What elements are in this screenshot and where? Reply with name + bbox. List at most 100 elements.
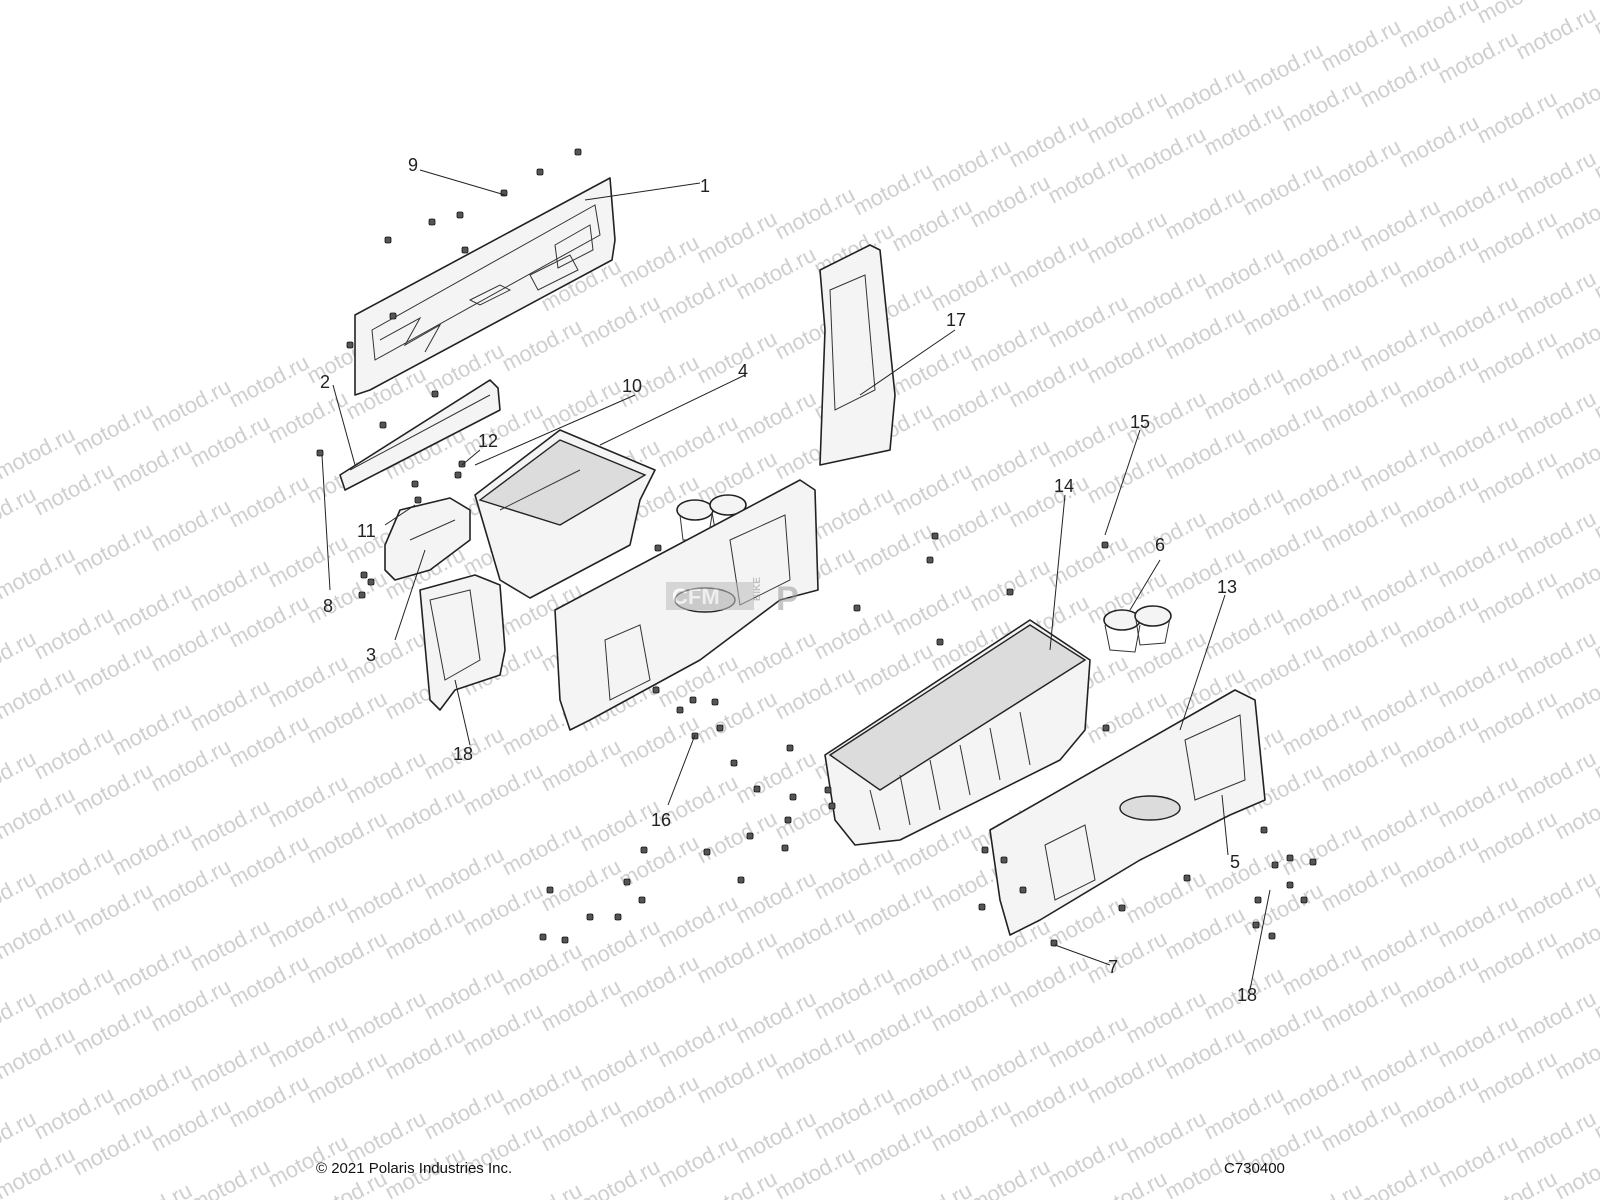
fastener-icon xyxy=(1006,588,1014,596)
fastener-icon xyxy=(1000,856,1008,864)
watermark-text: motod.ru xyxy=(1395,470,1483,533)
watermark-text: motod.ru xyxy=(615,950,703,1013)
watermark-text: motod.ru xyxy=(498,314,586,377)
watermark-text: motod.ru xyxy=(1551,182,1600,245)
watermark-text: motod.ru xyxy=(1200,362,1288,425)
fastener-icon xyxy=(737,876,745,884)
watermark-text: motod.ru xyxy=(849,1118,937,1181)
watermark-text: motod.ru xyxy=(186,410,274,473)
watermark-text: motod.ru xyxy=(1395,110,1483,173)
watermark-text: motod.ru xyxy=(1395,350,1483,413)
watermark-text: motod.ru xyxy=(1434,650,1522,713)
fastener-icon xyxy=(1183,874,1191,882)
watermark-text: motod.ru xyxy=(1356,1034,1444,1097)
watermark-text: motod.ru xyxy=(1278,218,1366,281)
watermark-text: motod.ru xyxy=(225,950,313,1013)
watermark-text: motod.ru xyxy=(147,854,235,917)
watermark-text: motod.ru xyxy=(732,386,820,449)
watermark-text: motod.ru xyxy=(1512,866,1600,929)
watermark-text: motod.ru xyxy=(1551,62,1600,125)
watermark-text: motod.ru xyxy=(1512,386,1600,449)
watermark-text: motod.ru xyxy=(1239,158,1327,221)
watermark-text: motod.ru xyxy=(1122,986,1210,1049)
watermark-text: motod.ru xyxy=(810,602,898,665)
watermark-text: motod.ru xyxy=(108,698,196,761)
fastener-icon xyxy=(936,638,944,646)
fastener-icon xyxy=(676,706,684,714)
fastener-icon xyxy=(431,390,439,398)
watermark-text: motod.ru xyxy=(108,818,196,881)
watermark-text: motod.ru xyxy=(1278,698,1366,761)
watermark-text: motod.ru xyxy=(1278,818,1366,881)
fastener-icon xyxy=(926,556,934,564)
watermark-text: motod.ru xyxy=(69,758,157,821)
watermark-text: motod.ru xyxy=(888,1178,976,1200)
watermark-text: motod.ru xyxy=(1083,926,1171,989)
callout-4: 4 xyxy=(738,361,748,381)
watermark-text: motod.ru xyxy=(1395,0,1483,52)
part-6-cupholder xyxy=(1103,605,1172,653)
watermark-text: motod.ru xyxy=(1395,950,1483,1013)
watermark-text: motod.ru xyxy=(1356,794,1444,857)
watermark-text: motod.ru xyxy=(1473,806,1561,869)
callout-15: 15 xyxy=(1130,412,1150,432)
watermark-text: motod.ru xyxy=(381,1022,469,1085)
watermark-text: motod.ru xyxy=(1239,38,1327,101)
watermark-text: motod.ru xyxy=(1434,1130,1522,1193)
watermark-text: motod.ru xyxy=(1278,578,1366,641)
watermark-text: motod.ru xyxy=(1473,686,1561,749)
watermark-text: motod.ru xyxy=(108,1178,196,1200)
watermark-text: motod.ru xyxy=(1161,302,1249,365)
fastener-icon xyxy=(781,844,789,852)
fastener-icon xyxy=(316,449,324,457)
fastener-icon xyxy=(411,480,419,488)
watermark-text: motod.ru xyxy=(1044,1130,1132,1193)
fastener-icon xyxy=(367,578,375,586)
watermark-text: motod.ru xyxy=(0,902,79,965)
watermark-text: motod.ru xyxy=(498,1058,586,1121)
watermark-text: motod.ru xyxy=(420,842,508,905)
watermark-text: motod.ru xyxy=(1005,230,1093,293)
watermark-text: motod.ru xyxy=(1122,1106,1210,1169)
watermark-text: motod.ru xyxy=(498,818,586,881)
part-4-storage-bin xyxy=(474,429,656,599)
fastener-icon xyxy=(1101,541,1109,549)
watermark-text: motod.ru xyxy=(147,374,235,437)
watermark-text: motod.ru xyxy=(30,458,118,521)
callout-12: 12 xyxy=(478,431,498,451)
watermark-text: motod.ru xyxy=(1044,146,1132,209)
watermark-text: motod.ru xyxy=(342,1106,430,1169)
watermark-text: motod.ru xyxy=(1395,830,1483,893)
watermark-text: motod.ru xyxy=(537,974,625,1037)
callout-14: 14 xyxy=(1054,476,1074,496)
watermark-text: motod.ru xyxy=(303,926,391,989)
watermark-text: motod.ru xyxy=(1512,506,1600,569)
watermark-text: motod.ru xyxy=(108,1058,196,1121)
fasteners xyxy=(316,148,1317,947)
watermark-text: motod.ru xyxy=(1551,1022,1600,1085)
watermark-text: motod.ru xyxy=(303,686,391,749)
fastener-icon xyxy=(539,933,547,941)
callout-6: 6 xyxy=(1155,535,1165,555)
watermark-text: motod.ru xyxy=(1551,0,1600,4)
watermark-text: motod.ru xyxy=(30,962,118,1025)
watermark-text: motod.ru xyxy=(537,734,625,797)
fastener-icon xyxy=(1102,724,1110,732)
watermark-text: motod.ru xyxy=(342,866,430,929)
watermark-text: motod.ru xyxy=(1395,1070,1483,1133)
watermark-text: motod.ru xyxy=(0,1022,79,1085)
fastener-icon xyxy=(1019,886,1027,894)
watermark-text: motod.ru xyxy=(654,410,742,473)
watermark-text: motod.ru xyxy=(849,518,937,581)
watermark-text: motod.ru xyxy=(1590,0,1600,40)
fastener-icon xyxy=(931,532,939,540)
watermark-text: motod.ru xyxy=(1434,890,1522,953)
watermark-text: motod.ru xyxy=(1083,1046,1171,1109)
watermark-text: motod.ru xyxy=(1083,446,1171,509)
watermark-text: motod.ru xyxy=(732,242,820,305)
watermark-text: motod.ru xyxy=(810,482,898,545)
fastener-icon xyxy=(1271,861,1279,869)
watermark-text: motod.ru xyxy=(1512,266,1600,329)
fastener-icon xyxy=(711,698,719,706)
watermark-text: motod.ru xyxy=(1512,2,1600,65)
